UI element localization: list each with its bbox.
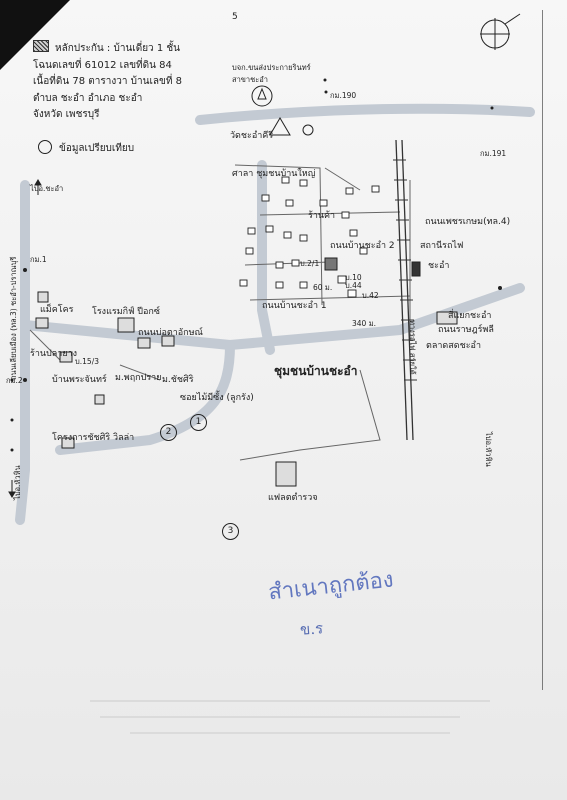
label-plot-21: บ.2/1 [300,259,320,268]
label-shop-left: ร้านปลายาง [30,349,78,359]
label-rail: ทางรถไฟ สายใต้ [408,320,417,375]
circle-legend-icon [38,140,52,154]
label-market: ตลาดสดชะอำ [426,341,481,351]
label-plot-10: บ.10 [345,273,362,282]
label-plot-42: บ.42 [362,291,379,300]
label-house-153: บ.15/3 [75,357,99,366]
label-dist-60: 60 ม. [313,283,333,292]
frame-line [542,10,543,690]
label-station-2: ชะอำ [428,261,450,271]
label-km191: กม.191 [480,149,507,158]
hotel-building [117,317,135,333]
label-road-bang-kaew: ถนนบ่อตาอักษณ์ [138,328,203,338]
hatch-legend-icon [33,40,49,52]
label-station: สถานีรถไฟ [420,241,464,251]
subject-plot [324,257,338,271]
label-hotel: โรงแรมกิฟ์ ปีอกซ์ [92,307,160,317]
soi-road [55,340,235,455]
label-km190: กม.190 [330,91,357,100]
faint-text-line-3 [130,732,450,734]
compass-icon [480,13,521,50]
police-flat-building [275,461,297,487]
left-vertical-road [15,180,30,525]
community-road [257,160,275,355]
marker-3: 3 [222,523,239,540]
label-km1: กม.1 [30,255,47,264]
label-police: แฟลตตำรวจ [268,493,318,503]
label-road-baan-chaam-2: ถนนบ้านชะอำ 2 [330,241,395,251]
title-line-4: ตำบล ชะอำ อำเภอ ชะอำ [33,92,143,104]
label-m-chatsiri: ม.ชัชศิริ [162,375,194,385]
label-road-phetkasem: ถนนเพชรเกษม(ทล.4) [425,217,511,227]
stamp-signature: ข.ร [299,619,324,639]
label-road-baan-chaam-1: ถนนบ้านชะอำ 1 [262,301,327,311]
label-m-phukprao: ม.พฤกปราย [115,373,162,383]
main-east-west-road [20,283,525,350]
label-baan-phra: บ้านพระจันทร์ [52,375,107,385]
title-block: หลักประกัน : บ้านเดี่ยว 1 ชั้น โฉนดเลขที… [33,40,182,124]
title-line-1: หลักประกัน : บ้านเดี่ยว 1 ชั้น [55,43,181,54]
label-km2: กม.2 [6,376,23,385]
label-project: โครงการชัชศิริ วิลล่า [52,433,135,443]
title-line-5: จังหวัด เพชรบุรี [33,109,100,120]
label-makro: แม็คโคร [40,305,74,315]
marker-2: 2 [160,424,177,441]
makro-building [37,291,49,303]
label-road-ratchadamri: ถนนราษฎร์พลี [438,325,494,335]
label-soi: ซอยไม้มีซั้ง (ลูกรัง) [180,393,254,403]
label-post-office: บจก.ขนส่งประกายรินทร์สาขาชะอำ [232,63,311,84]
label-to-hua-hin-left: ไปอ.หัวหิน [13,465,22,500]
faint-text-line-2 [100,716,460,718]
label-left-vertical-road: ถนนเลียบเมือง (ทล.3) ชะอำ-ปราณบุรี [9,256,18,380]
marker-1: 1 [190,414,207,431]
train-icon [411,261,421,277]
label-plot-44: บ.44 [345,281,362,290]
scan-corner-shadow [0,0,70,70]
title-line-2: โฉนดเลขที่ 61012 เลขที่ดิน 84 [33,59,172,71]
legend-compare: ข้อมูลเปรียบเทียบ [38,140,134,156]
label-junction: สี่แยกชะอำ [448,311,492,321]
label-sala: ศาลา ชุมชนบ้านใหญ่ [232,169,316,179]
title-line-3: เนื้อที่ดิน 78 ตารางวา บ้านเลขที่ 8 [33,76,182,87]
market-building [436,311,458,325]
label-to-south: ไปอ.หัวหิน [484,432,493,467]
label-community: ชุมชนบ้านชะอำ [274,364,358,378]
label-dist-340: 340 ม. [352,319,377,328]
highway-band [195,103,535,125]
label-temple: วัดชะอำคีรี [230,131,274,141]
legend-compare-label: ข้อมูลเปรียบเทียบ [59,143,135,154]
faint-text-line-1 [90,700,490,702]
page-mark: 5 [232,12,238,22]
label-shop: ร้านค้า [308,211,336,221]
label-to-chaam-top: ไปอ.ชะอำ [30,184,64,193]
